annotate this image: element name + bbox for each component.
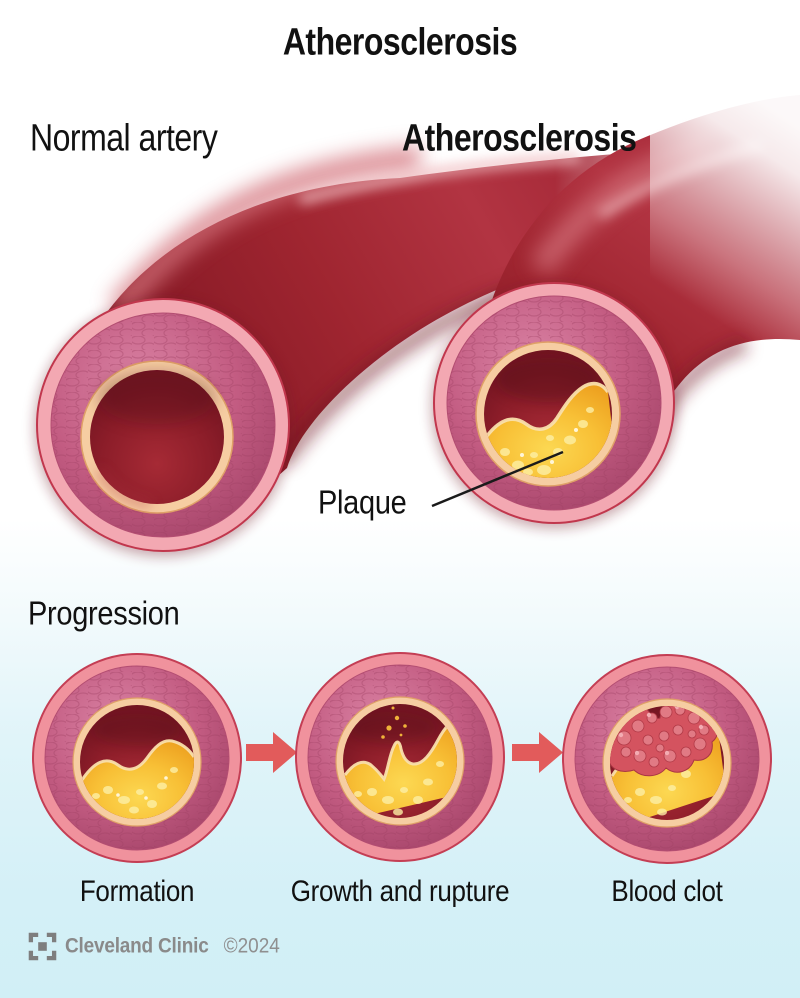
cleveland-clinic-logo <box>28 932 57 961</box>
plaque-deposit <box>484 358 612 478</box>
formation-cross-section <box>32 653 242 863</box>
atherosclerosis-label: Atherosclerosis <box>402 115 637 159</box>
normal-artery-cross-section <box>34 298 292 557</box>
copyright: ©2024 <box>223 934 280 958</box>
stage-label-formation: Formation <box>79 873 195 908</box>
stage-label-blood-clot: Blood clot <box>611 873 723 908</box>
rupture-particles <box>381 706 407 739</box>
page-title: Atherosclerosis <box>282 19 518 63</box>
stage-label-growth-rupture: Growth and rupture <box>290 873 510 908</box>
progression-heading: Progression <box>28 595 180 633</box>
arrow-right-icon <box>512 732 563 773</box>
plaque-callout-label: Plaque <box>318 484 407 522</box>
brand-name: Cleveland Clinic <box>65 934 209 958</box>
growth-rupture-cross-section <box>295 652 505 862</box>
blood-clot-cross-section <box>562 654 772 864</box>
normal-artery-label: Normal artery <box>30 115 218 159</box>
arrow-right-icon <box>246 732 297 773</box>
plaque-leader-line <box>431 450 564 508</box>
footer: Cleveland Clinic ©2024 <box>27 931 280 962</box>
blood-clot-mass <box>610 706 719 777</box>
atherosclerosis-cross-section <box>431 282 677 529</box>
